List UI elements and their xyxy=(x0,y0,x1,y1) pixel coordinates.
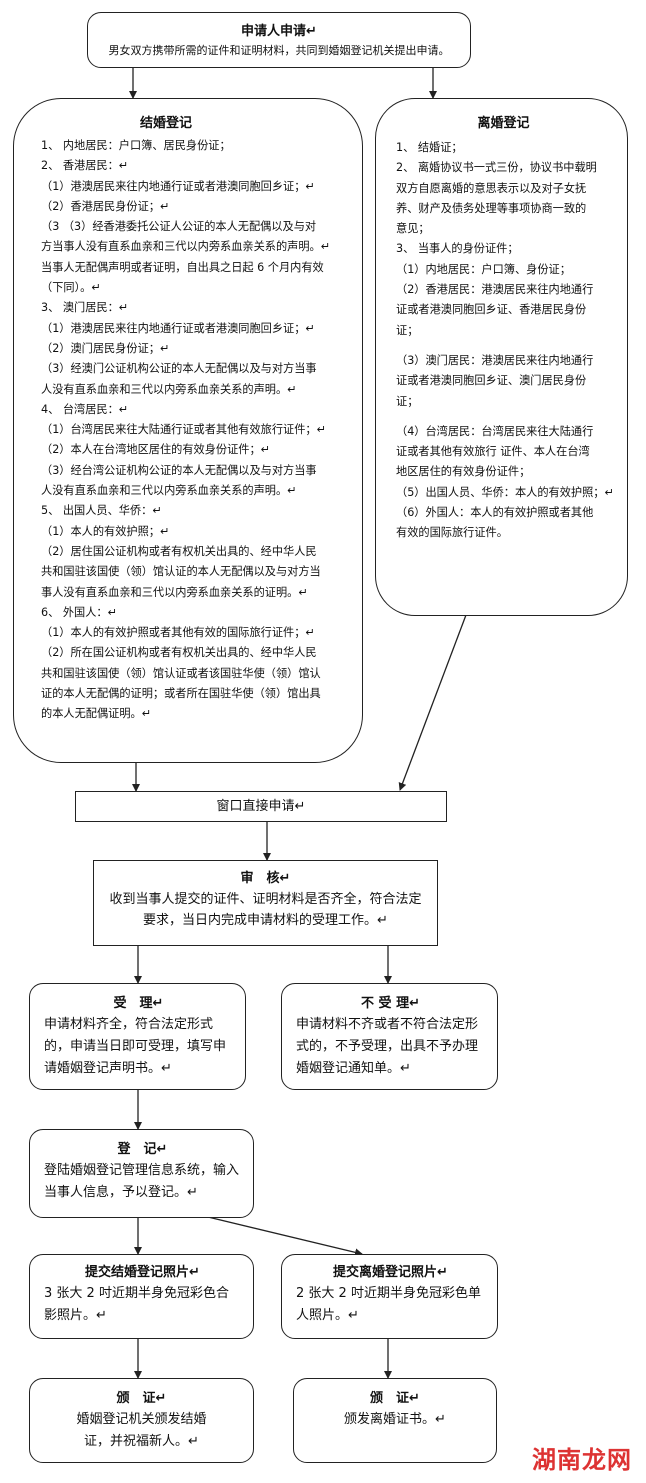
issue-divorce-box: 颁 证↵ 颁发离婚证书。↵ xyxy=(293,1378,497,1463)
photo-marriage-box: 提交结婚登记照片↵ 3 张大 2 吋近期半身免冠彩色合影照片。↵ xyxy=(29,1254,254,1339)
marriage-requirement-line: 人没有直系血亲和三代以内旁系血亲关系的声明。↵ xyxy=(41,382,297,396)
apply-desc: 男女双方携带所需的证件和证明材料，共同到婚姻登记机关提出申请。 xyxy=(108,44,450,57)
divorce-requirement-line: 证； xyxy=(396,394,419,408)
divorce-requirement-line: （3）澳门居民：港澳居民来往内地通行 xyxy=(396,353,594,367)
divorce-title: 离婚登记 xyxy=(477,116,530,131)
issue-marriage-title: 颁 证↵ xyxy=(116,1391,167,1406)
photo-divorce-title: 提交离婚登记照片↵ xyxy=(333,1265,448,1280)
divorce-requirement-line: （2）香港居民：港澳居民来往内地通行 xyxy=(396,283,594,297)
issue-divorce-desc: 颁发离婚证书。↵ xyxy=(344,1412,446,1427)
accept-box: 受 理↵ 申请材料齐全，符合法定形式的，申请当日即可受理，填写申请婚姻登记声明书… xyxy=(29,983,246,1090)
marriage-requirement-line: 4、 台湾居民：↵ xyxy=(41,402,129,416)
reject-desc: 申请材料不齐或者不符合法定形式的，不予受理，出具不予办理婚姻登记通知单。↵ xyxy=(296,1017,479,1076)
divorce-requirement-line: 证或者港澳同胞回乡证、香港居民身份 xyxy=(396,303,587,317)
divorce-requirement-line: 2、 离婚协议书一式三份，协议书中载明 xyxy=(396,161,597,175)
marriage-requirement-line: 证的本人无配偶的证明；或者所在国驻华使（领）馆出具 xyxy=(41,687,321,701)
marriage-requirement-line: （2）本人在台湾地区居住的有效身份证件；↵ xyxy=(41,443,271,457)
divorce-requirement-line: 1、 结婚证； xyxy=(396,141,463,154)
divorce-requirement-line: 3、 当事人的身份证件； xyxy=(396,242,519,256)
register-title: 登 记↵ xyxy=(117,1142,168,1157)
marriage-requirement-line: （1）港澳居民来往内地通行证或者港澳同胞回乡证；↵ xyxy=(41,321,315,335)
accept-desc: 申请材料齐全，符合法定形式的，申请当日即可受理，填写申请婚姻登记声明书。↵ xyxy=(44,1017,227,1076)
photo-divorce-desc: 2 张大 2 吋近期半身免冠彩色单人照片。↵ xyxy=(296,1286,481,1323)
photo-marriage-desc: 3 张大 2 吋近期半身免冠彩色合影照片。↵ xyxy=(44,1286,229,1323)
marriage-requirement-line: 5、 出国人员、华侨：↵ xyxy=(41,504,162,518)
marriage-requirement-line: （1）港澳居民来往内地通行证或者港澳同胞回乡证；↵ xyxy=(41,179,315,193)
register-desc: 登陆婚姻登记管理信息系统，输入当事人信息，予以登记。↵ xyxy=(44,1163,240,1200)
marriage-requirement-line: 人没有直系血亲和三代以内旁系血亲关系的声明。↵ xyxy=(41,484,297,498)
marriage-requirement-line: （1）本人的有效护照；↵ xyxy=(41,524,170,538)
divorce-requirement-line: （5）出国人员、华侨：本人的有效护照；↵ xyxy=(396,485,614,499)
marriage-requirement-line: （2）澳门居民身份证；↵ xyxy=(41,341,170,355)
marriage-title: 结婚登记 xyxy=(139,116,192,131)
divorce-requirements: 1、 结婚证； 2、 离婚协议书一式三份，协议书中载明双方自愿离婚的意思表示以及对… xyxy=(396,138,627,544)
marriage-requirement-line: 3、 澳门居民：↵ xyxy=(41,301,129,315)
marriage-requirement-line: （2）居住国公证机构或者有权机关出具的、经中华人民 xyxy=(41,544,317,558)
divorce-registration-box: 离婚登记 1、 结婚证； 2、 离婚协议书一式三份，协议书中载明双方自愿离婚的意思… xyxy=(375,98,628,616)
divorce-requirement-line: （1）内地居民：户口簿、身份证； xyxy=(396,262,571,276)
divorce-requirement-line: 地区居住的有效身份证件； xyxy=(396,465,531,479)
issue-marriage-desc: 婚姻登记机关颁发结婚证，并祝福新人。↵ xyxy=(76,1412,207,1449)
window-apply-label: 窗口直接申请↵ xyxy=(216,799,306,814)
arrow-divorce-to-window xyxy=(398,614,467,791)
marriage-requirement-line: （下同）。↵ xyxy=(41,281,101,295)
marriage-requirement-line: 1、 内地居民：户口簿、居民身份证； xyxy=(41,139,231,152)
review-desc: 收到当事人提交的证件、证明材料是否齐全，符合法定要求，当日内完成申请材料的受理工… xyxy=(109,892,422,928)
divorce-requirement-line: 意见； xyxy=(396,222,430,236)
marriage-requirement-line: （3）经台湾公证机构公证的本人无配偶以及与对方当事 xyxy=(41,463,317,477)
window-apply-box: 窗口直接申请↵ xyxy=(75,791,447,822)
apply-box: 申请人申请↵ 男女双方携带所需的证件和证明材料，共同到婚姻登记机关提出申请。 xyxy=(87,12,471,68)
marriage-requirement-line: 事人没有直系血亲和三代以内旁系血亲关系的证明。↵ xyxy=(41,585,308,599)
marriage-requirement-line: 2、 香港居民：↵ xyxy=(41,159,129,173)
divorce-requirement-line: 双方自愿离婚的意思表示以及对子女抚 xyxy=(396,181,587,195)
review-title: 审 核↵ xyxy=(240,871,291,886)
divorce-requirement-line: （6）外国人：本人的有效护照或者其他 xyxy=(396,506,594,520)
marriage-requirement-line: 的本人无配偶证明。↵ xyxy=(41,707,152,721)
photo-marriage-title: 提交结婚登记照片↵ xyxy=(85,1265,200,1280)
marriage-requirement-line: （3）经澳门公证机构公证的本人无配偶以及与对方当事 xyxy=(41,362,317,376)
divorce-requirement-line xyxy=(396,412,627,422)
marriage-requirement-line: （1）本人的有效护照或者其他有效的国际旅行证件；↵ xyxy=(41,626,315,640)
divorce-requirement-line: 证； xyxy=(396,323,419,337)
accept-title: 受 理↵ xyxy=(113,996,164,1011)
divorce-requirement-line: （4）台湾居民：台湾居民来往大陆通行 xyxy=(396,424,594,438)
marriage-requirement-line: （1）台湾居民来往大陆通行证或者其他有效旅行证件；↵ xyxy=(41,423,326,437)
divorce-requirement-line: 证或者其他有效旅行 证件、本人在台湾 xyxy=(396,445,590,459)
divorce-requirement-line: 养、财产及债务处理等事项协商一致的 xyxy=(396,201,587,215)
arrow-register-to-photo-divorce xyxy=(207,1216,363,1257)
marriage-requirements: 1、 内地居民：户口簿、居民身份证； 2、 香港居民：↵ （1）港澳居民来往内地通行… xyxy=(41,136,362,725)
photo-divorce-box: 提交离婚登记照片↵ 2 张大 2 吋近期半身免冠彩色单人照片。↵ xyxy=(281,1254,498,1339)
marriage-requirement-line: 当事人无配偶声明或者证明，自出具之日起 6 个月内有效 xyxy=(41,260,324,274)
marriage-requirement-line: 方当事人没有直系血亲和三代以内旁系血亲关系的声明。↵ xyxy=(41,240,331,254)
issue-marriage-box: 颁 证↵ 婚姻登记机关颁发结婚证，并祝福新人。↵ xyxy=(29,1378,254,1463)
divorce-requirement-line: 有效的国际旅行证件。 xyxy=(396,526,508,540)
watermark: 湖南龙网 xyxy=(532,1446,632,1474)
issue-divorce-title: 颁 证↵ xyxy=(370,1391,420,1406)
apply-title: 申请人申请↵ xyxy=(241,24,317,39)
marriage-requirement-line: （2）香港居民身份证；↵ xyxy=(41,199,170,213)
marriage-requirement-line: 共和国驻该国使（领）馆认证或者该国驻华使（领）馆认 xyxy=(41,666,321,680)
marriage-requirement-line: 共和国驻该国使（领）馆认证的本人无配偶以及与对方当 xyxy=(41,565,321,579)
marriage-requirement-line: （3 （3）经香港委托公证人公证的本人无配偶以及与对 xyxy=(41,220,317,234)
marriage-requirement-line: 6、 外国人：↵ xyxy=(41,605,117,619)
marriage-registration-box: 结婚登记 1、 内地居民：户口簿、居民身份证； 2、 香港居民：↵ （1）港澳居民来… xyxy=(13,98,363,763)
marriage-requirement-line: （2）所在国公证机构或者有权机关出具的、经中华人民 xyxy=(41,646,317,660)
divorce-requirement-line: 证或者港澳同胞回乡证、澳门居民身份 xyxy=(396,374,587,388)
register-box: 登 记↵ 登陆婚姻登记管理信息系统，输入当事人信息，予以登记。↵ xyxy=(29,1129,254,1218)
reject-box: 不 受 理↵ 申请材料不齐或者不符合法定形式的，不予受理，出具不予办理婚姻登记通… xyxy=(281,983,498,1090)
review-box: 审 核↵ 收到当事人提交的证件、证明材料是否齐全，符合法定要求，当日内完成申请材… xyxy=(93,860,438,946)
divorce-requirement-line xyxy=(396,341,627,351)
reject-title: 不 受 理↵ xyxy=(361,996,420,1011)
